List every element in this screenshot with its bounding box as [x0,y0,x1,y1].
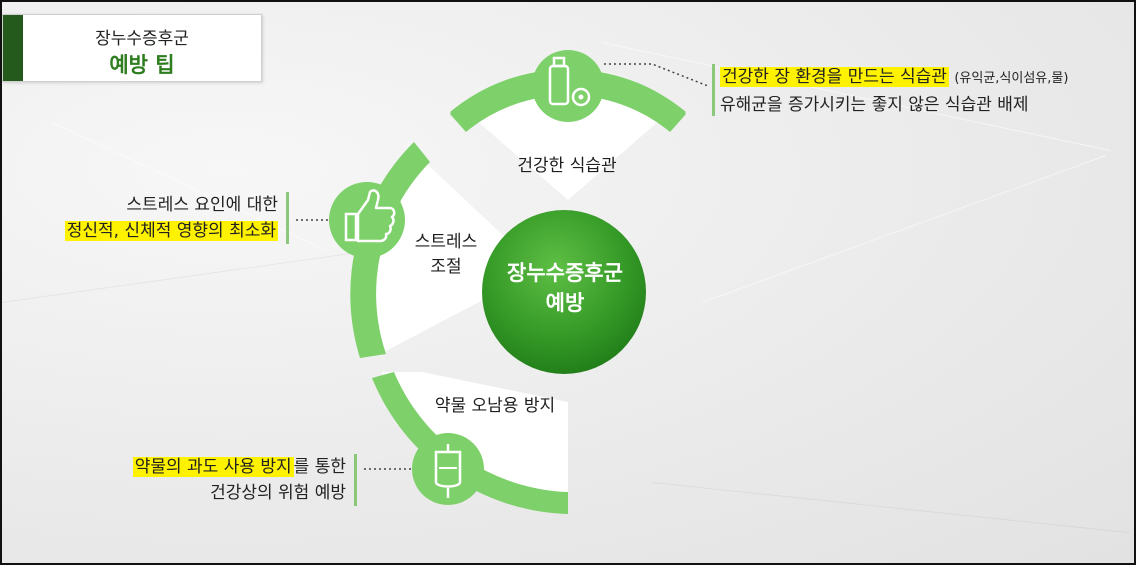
segment-label-stress-line1: 스트레스 [414,232,478,252]
annotation-diet-small: (유익균,식이섬유,물) [954,71,1069,86]
center-label: 장누수증후군 예방 [490,258,640,318]
annotation-stress-highlight: 정신적, 신체적 영향의 최소화 [64,221,278,241]
title-subtitle: 장누수증후군 [95,29,189,49]
annotation-stress-line1: 스트레스 요인에 대한 [126,195,278,215]
segment-label-healthy-diet: 건강한 식습관 [517,156,617,176]
title-accent-bar [3,15,23,81]
annotation-drug-rest: 를 통한 [293,457,346,477]
segment-drug-white [382,372,568,498]
segment-label-stress: 스트레스 조절 [396,230,496,280]
center-circle [482,210,646,374]
center-label-line1: 장누수증후군 [507,261,623,285]
segment-label-drug: 약물 오남용 방지 [434,396,556,416]
title-card: 장누수증후군 예방 팁 [2,14,262,82]
segment-stress-arc [350,142,430,358]
annotation-diet: 건강한 장 환경을 만드는 식습관 (유익균,식이섬유,물) 유해균을 증가시키… [720,64,1068,118]
connector-diet [604,63,709,87]
annotation-drug-bar [354,454,357,506]
annotation-stress: 스트레스 요인에 대한 정신적, 신체적 영향의 최소화 [64,192,278,244]
segment-label-stress-line2: 조절 [430,257,462,277]
center-label-line2: 예방 [545,291,585,315]
title-heading: 예방 팁 [109,53,175,77]
segment-stress-white [366,152,540,354]
annotation-stress-bar [286,192,289,244]
thumbs-up-icon [329,182,405,258]
annotation-diet-line2: 유해균을 증가시키는 좋지 않은 식습관 배제 [720,95,1029,115]
segment-healthy-diet [450,68,686,200]
annotation-diet-bar [712,64,715,116]
sunscreen-bottle-icon [532,50,604,122]
iv-drip-bag-icon [412,433,484,505]
annotation-diet-highlight: 건강한 장 환경을 만드는 식습관 [720,67,949,87]
annotation-drug-line2: 건강상의 위험 예방 [210,483,346,503]
segment-stress [350,142,540,358]
annotation-drug-highlight: 약물의 과도 사용 방지 [132,457,294,477]
